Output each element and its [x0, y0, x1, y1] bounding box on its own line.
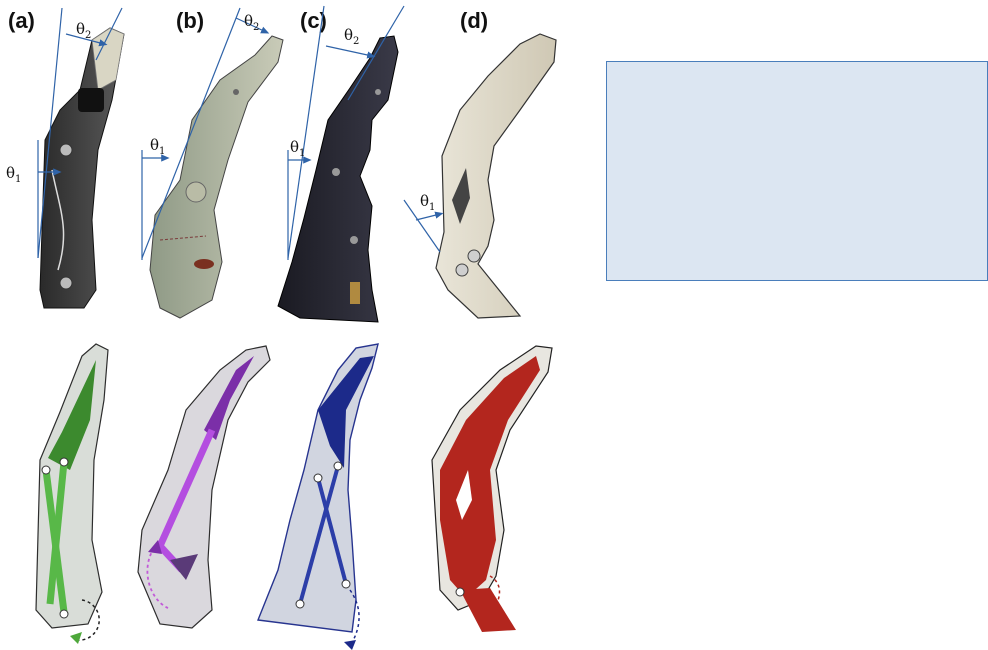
theta1-label-a: θ1: [6, 164, 21, 185]
finger-photo-b: [150, 36, 283, 318]
finger-photo-c: [278, 36, 398, 322]
info-box: [606, 61, 988, 281]
theta1-label-c: θ1: [290, 138, 305, 159]
linkage-diagram-d: [432, 346, 552, 632]
theta2-label-a: θ2: [76, 20, 91, 41]
finger-photo-a: [40, 28, 124, 308]
theta1-label-b: θ1: [150, 136, 165, 157]
angle-annotation-d: θ1: [404, 192, 440, 252]
theta2-label-c: θ2: [344, 26, 359, 47]
linkage-diagram-c: [258, 344, 378, 650]
finger-photo-d: [436, 34, 556, 318]
linkage-diagram-b: [138, 346, 270, 628]
theta1-label-d: θ1: [420, 192, 435, 213]
linkage-diagram-a: [36, 344, 108, 644]
theta2-label-b: θ2: [244, 12, 259, 33]
